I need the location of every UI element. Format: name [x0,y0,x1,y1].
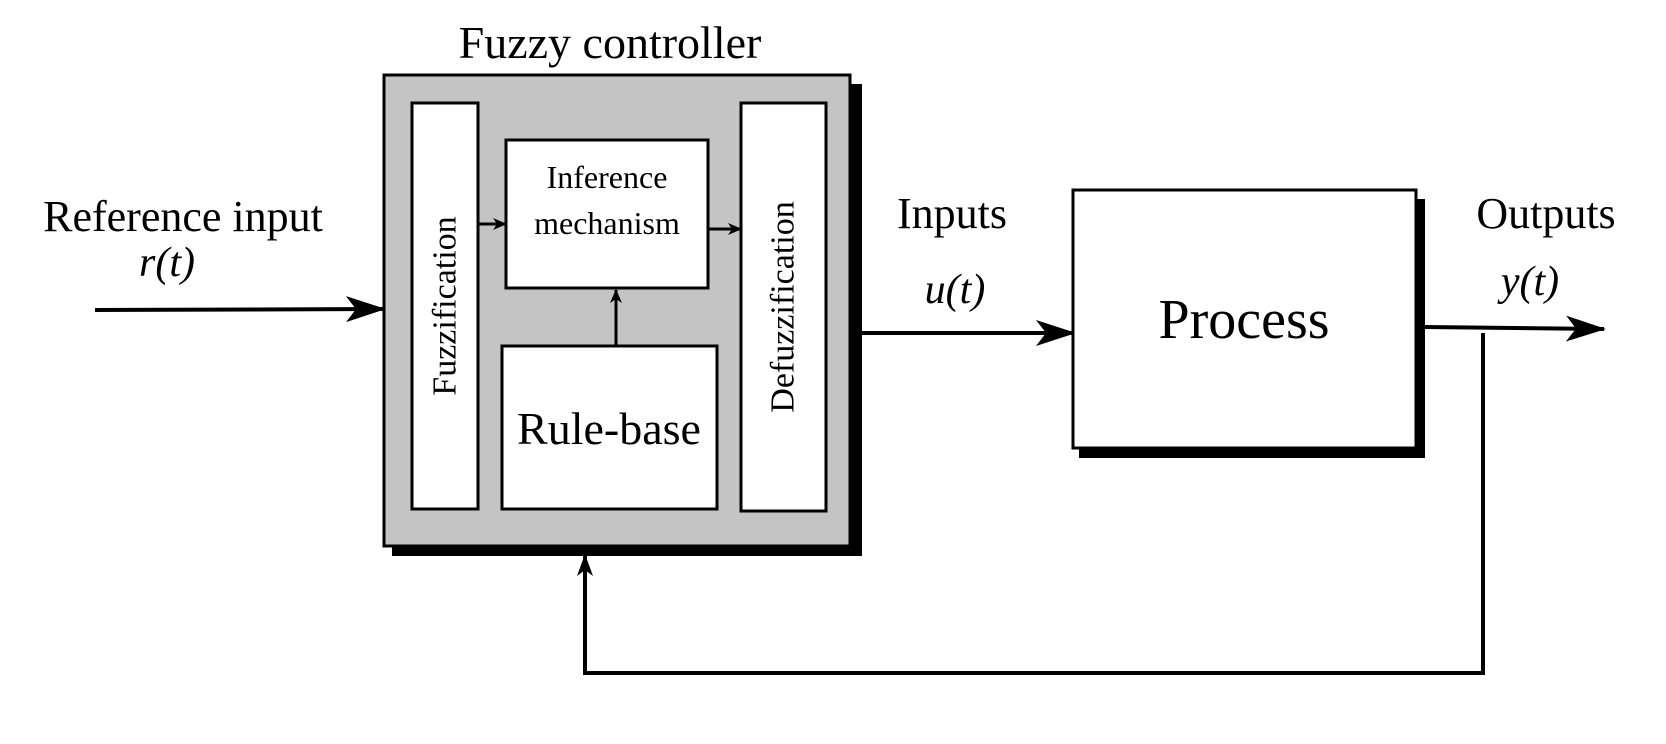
process-block: Process [1071,188,1425,458]
arrow-process-to-output [1424,315,1606,342]
reference-input-label: Reference input [43,192,323,241]
outputs-signal: Outputs y(t) [1424,189,1616,342]
defuzzification-label: Defuzzification [765,201,802,412]
process-body [1071,188,1418,450]
inference-mechanism-box: Inference mechanism [504,138,710,290]
controller-title: Fuzzy controller [459,17,762,68]
rule-base-label: Rule-base [517,403,701,454]
outputs-symbol: y(t) [1497,259,1559,305]
reference-input: Reference input r(t) [43,192,386,323]
outputs-label: Outputs [1476,189,1615,238]
inference-label-line1: Inference [547,159,668,195]
feedback-loop-line [577,333,1485,675]
fuzzy-controller-block: Fuzzy controller Fuzzification Inference… [382,17,862,556]
fuzzification-label: Fuzzification [427,216,464,395]
inference-label-line2: mechanism [534,205,680,241]
rule-base-box: Rule-base [500,344,719,511]
inputs-label: Inputs [897,189,1007,238]
reference-input-symbol: r(t) [139,240,195,286]
fuzzification-box: Fuzzification [410,101,480,511]
arrow-reference-input [94,296,386,323]
inputs-signal: Inputs u(t) [859,189,1076,346]
process-label: Process [1158,289,1329,351]
inputs-symbol: u(t) [925,267,986,313]
defuzzification-box: Defuzzification [739,101,828,513]
